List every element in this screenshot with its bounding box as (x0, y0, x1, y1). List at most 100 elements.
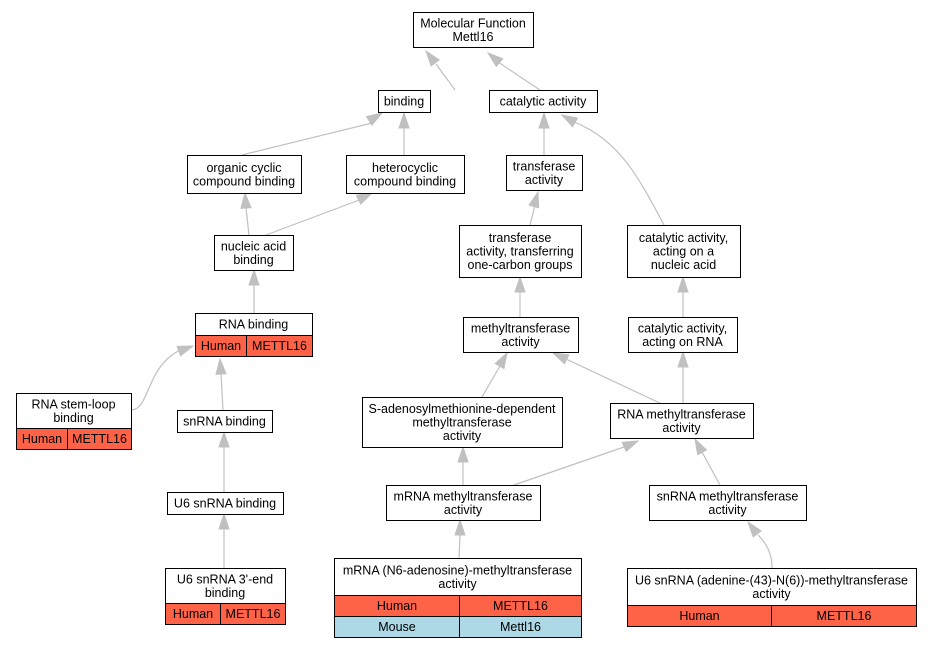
node-box (386, 485, 541, 521)
node-label-line: nucleic acid (651, 258, 716, 272)
node-box (165, 568, 286, 604)
node-label-line: RNA binding (219, 318, 289, 332)
edge (514, 275, 526, 317)
edge (677, 350, 689, 403)
gene-cell (771, 605, 917, 627)
node-label-line: acting on RNA (642, 335, 723, 349)
edge (241, 112, 384, 156)
edge-line (435, 63, 456, 91)
node-label-line: U6 snRNA binding (174, 497, 276, 511)
node-label-line: nucleic acid (221, 239, 286, 253)
node-label-line: Mettl16 (453, 30, 494, 44)
edge (694, 437, 721, 486)
edge-line (220, 373, 224, 411)
node-label-line: activity (438, 577, 477, 591)
node-label-line: heterocyclic (372, 161, 438, 175)
edge (551, 352, 665, 406)
node-box (334, 558, 582, 596)
gene-label[interactable]: METTL16 (493, 599, 548, 613)
arrowhead (215, 357, 227, 375)
edge-line (241, 122, 373, 156)
node-label-line: compound binding (193, 174, 295, 188)
arrowhead (538, 111, 550, 129)
go-term-node-snrna-binding[interactable]: snRNA binding (177, 410, 273, 433)
go-term-node-binding[interactable]: binding (378, 90, 431, 113)
arrowhead (454, 518, 466, 536)
node-label-line: U6 snRNA (adenine-(43)-N(6))-methyltrans… (635, 573, 908, 587)
node-box (167, 492, 284, 515)
species-label: Human (377, 599, 417, 613)
species-label: Human (201, 339, 241, 353)
arrowhead (248, 268, 260, 286)
go-term-node-mrna-n6-adenosine[interactable]: mRNA (N6-adenosine)-methyltransferaseact… (334, 558, 582, 638)
node-label-line: catalytic activity, (638, 321, 727, 335)
go-term-node-catalytic-rna[interactable]: catalytic activity,acting on RNA (628, 317, 738, 353)
arrowhead (747, 520, 762, 538)
go-term-node-u6-snrna-binding[interactable]: U6 snRNA binding (167, 492, 284, 515)
edge (130, 345, 195, 411)
edge (215, 357, 227, 411)
edge-line (265, 198, 363, 236)
gene-label[interactable]: METTL16 (226, 607, 281, 621)
node-label-line: binding (233, 253, 273, 267)
node-label-line: activity (662, 421, 701, 435)
edge-line (565, 358, 665, 406)
node-label-line: compound binding (354, 174, 456, 188)
arrowhead (365, 112, 384, 126)
edge (218, 430, 230, 492)
node-label-line: activity (752, 587, 791, 601)
node-box (506, 155, 583, 191)
node-box (413, 12, 534, 48)
arrowhead (486, 51, 504, 68)
node-label-line: RNA stem-loop (31, 397, 115, 411)
arrowhead (677, 275, 689, 293)
edge-line (513, 446, 625, 486)
node-label-line: RNA methyltransferase (617, 407, 746, 421)
edge (265, 192, 374, 236)
gene-label[interactable]: METTL16 (817, 609, 872, 623)
node-label-line: snRNA binding (183, 415, 266, 429)
go-term-node-u6-adenine[interactable]: U6 snRNA (adenine-(43)-N(6))-methyltrans… (627, 568, 917, 627)
node-label-line: methyltransferase (412, 416, 511, 430)
node-label-line: binding (205, 586, 245, 600)
arrowhead (398, 111, 410, 129)
arrowhead (677, 350, 689, 368)
edge (218, 512, 230, 568)
go-term-node-catalytic-activity[interactable]: catalytic activity (489, 90, 598, 113)
go-term-node-sam-methyltransferase[interactable]: S-adenosylmethionine-dependentmethyltran… (362, 397, 563, 448)
arrowhead (621, 440, 640, 453)
edge-line (573, 121, 665, 226)
arrowhead (355, 192, 374, 206)
gene-row-human: Human METTL16 (195, 335, 313, 357)
gene-label[interactable]: METTL16 (252, 339, 307, 353)
arrowhead (176, 345, 195, 357)
arrowhead (218, 430, 230, 448)
node-label-line: Molecular Function (420, 16, 526, 30)
edge (457, 445, 469, 485)
gene-cell (220, 603, 286, 625)
species-label: Human (173, 607, 213, 621)
edge (513, 440, 640, 486)
edge-line (529, 204, 536, 226)
node-label-line: organic cyclic (206, 161, 281, 175)
gene-label[interactable]: Mettl16 (500, 620, 541, 634)
gene-row-human: Human METTL16 (334, 595, 582, 617)
gene-label[interactable]: METTL16 (72, 432, 127, 446)
